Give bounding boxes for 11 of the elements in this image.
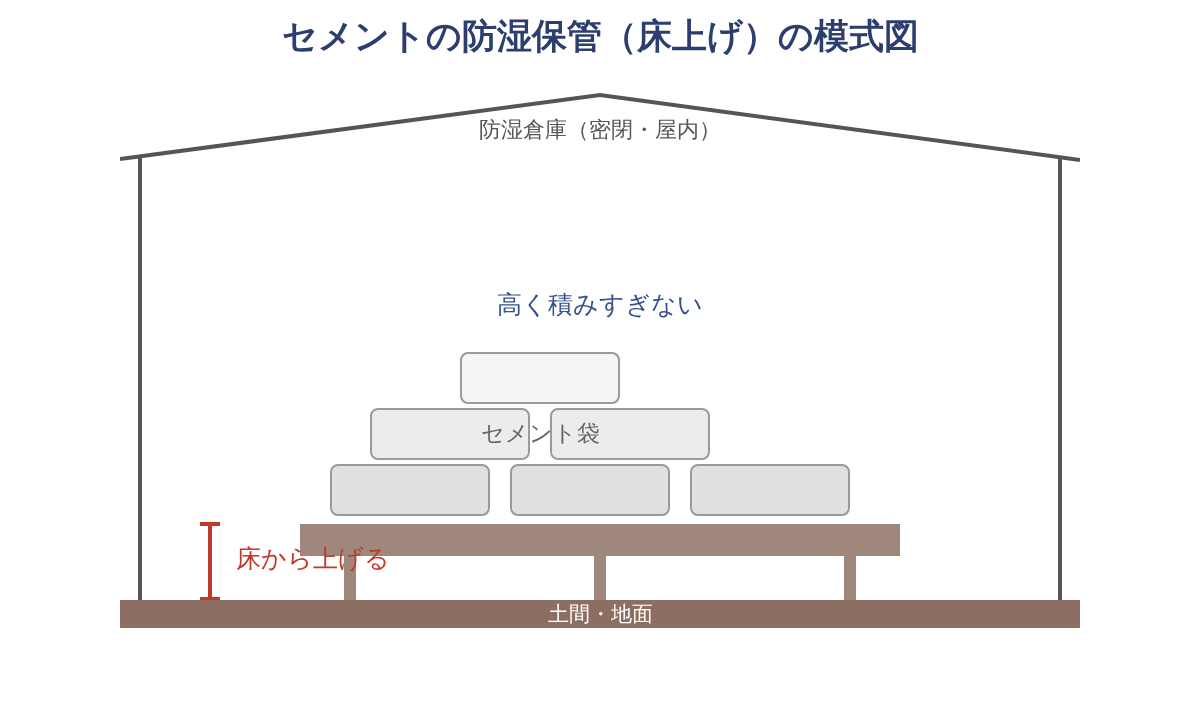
- diagram-title: セメントの防湿保管（床上げ）の模式図: [281, 15, 919, 57]
- bag-label: セメント袋: [480, 420, 600, 448]
- building-label: 防湿倉庫（密閉・屋内）: [479, 117, 721, 144]
- cement-bag: [550, 408, 710, 460]
- cement-bag: [460, 352, 620, 404]
- cement-bag: [370, 408, 530, 460]
- stacking-note: 高く積みすぎない: [497, 290, 703, 320]
- cement-bag: [510, 464, 670, 516]
- cement-bag: [330, 464, 490, 516]
- ground-slab: 土間・地面: [120, 600, 1080, 628]
- cement-bag: [690, 464, 850, 516]
